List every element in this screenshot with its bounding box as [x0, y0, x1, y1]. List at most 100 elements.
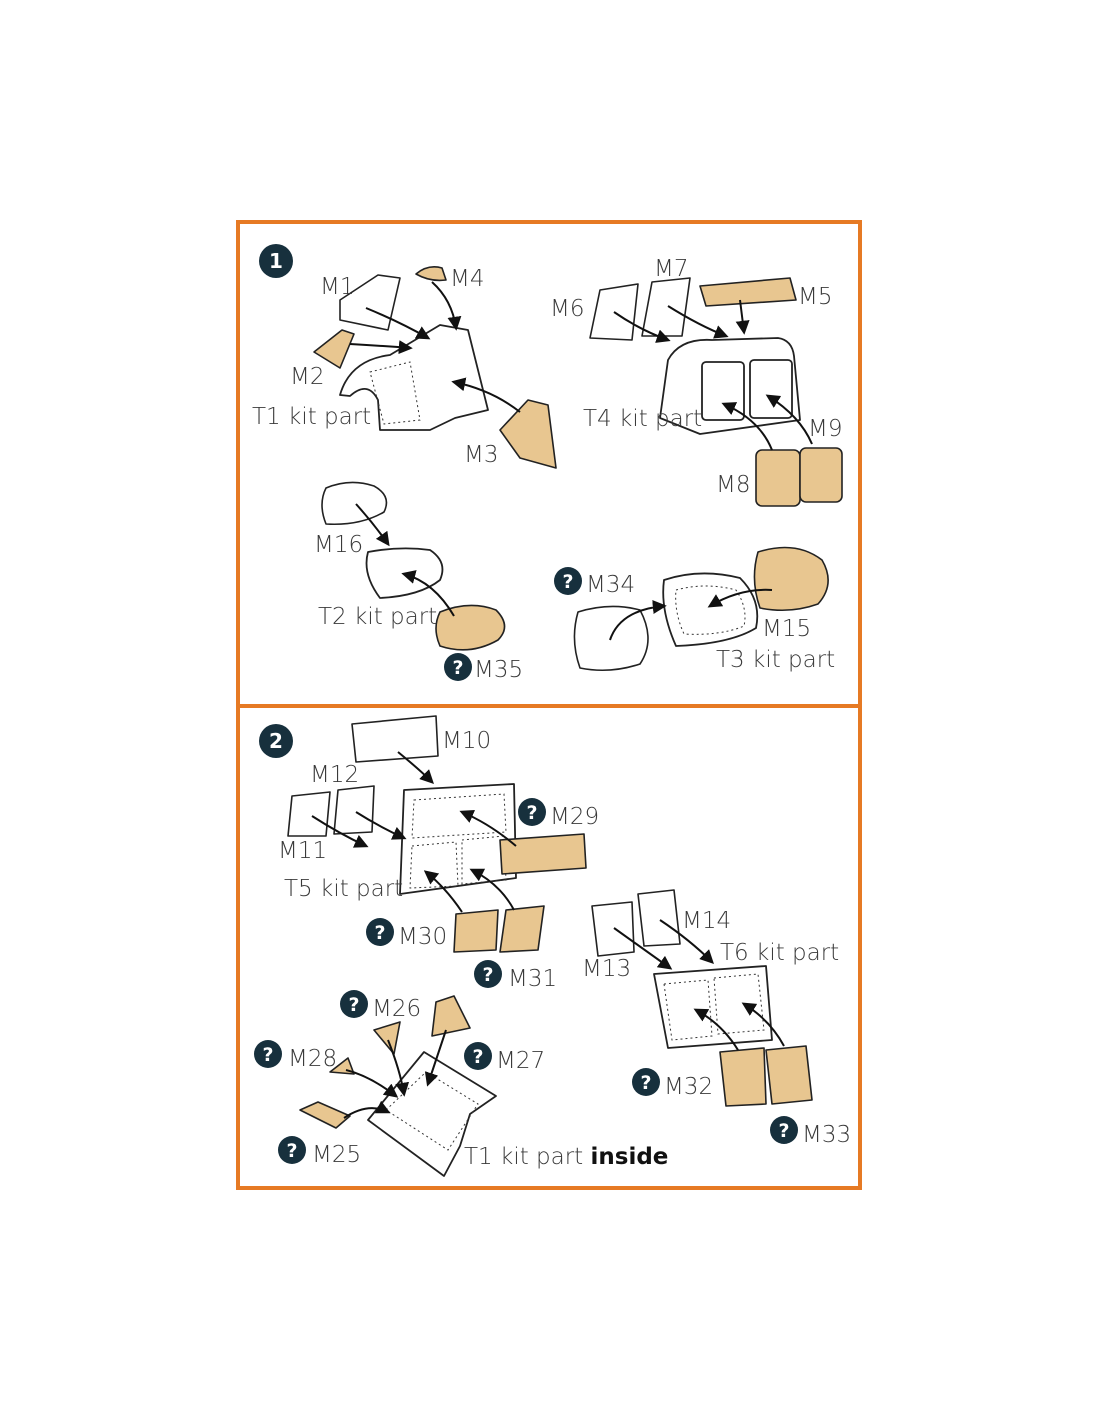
- label-m3: M3: [464, 442, 498, 468]
- help-badge-m30: ?: [366, 918, 394, 946]
- mask-m25: [299, 1101, 351, 1129]
- mask-m14-outline: [637, 889, 681, 947]
- label-m11: M11: [278, 838, 327, 864]
- label-m15: M15: [762, 616, 811, 642]
- mask-m32: [719, 1047, 767, 1107]
- mask-m16-outline: [321, 481, 388, 526]
- t1-inside-assembly: ? M26 ? M28 ? M27 ? M25 T1 kit part insi…: [254, 990, 668, 1177]
- mask-m30: [453, 909, 499, 953]
- label-t2-kit-part: T2 kit part: [318, 604, 437, 630]
- mask-m35: [435, 604, 506, 651]
- svg-text:?: ?: [452, 657, 463, 679]
- label-t6-kit-part: T6 kit part: [720, 940, 839, 966]
- mask-m5: [699, 277, 797, 307]
- t3-assembly: ? M34 M15 T3 kit part: [554, 546, 835, 673]
- help-badge-m25: ?: [278, 1136, 306, 1164]
- svg-text:?: ?: [482, 964, 493, 986]
- label-m16: M16: [314, 532, 363, 558]
- mask-m9: [799, 447, 843, 503]
- label-m2: M2: [290, 364, 324, 390]
- kit-part-t3: [662, 572, 759, 647]
- label-m28: M28: [288, 1046, 337, 1072]
- t6-assembly: M14 T6 kit part M13 ? M32 ? M33: [582, 889, 851, 1148]
- svg-text:?: ?: [374, 922, 385, 944]
- svg-text:?: ?: [562, 571, 573, 593]
- t4-assembly: M7 M6 M5 T4 kit part M9 M8: [550, 256, 843, 507]
- label-m31: M31: [508, 966, 557, 992]
- label-m27: M27: [496, 1048, 545, 1074]
- label-m8: M8: [716, 472, 750, 498]
- svg-text:?: ?: [348, 994, 359, 1016]
- mask-m7-outline: [641, 277, 691, 337]
- label-t3-kit-part: T3 kit part: [716, 647, 835, 673]
- step-2-number: 2: [269, 729, 283, 753]
- label-m34: M34: [586, 572, 635, 598]
- mask-m2: [313, 329, 355, 369]
- svg-text:?: ?: [286, 1140, 297, 1162]
- step-1-panel: 1 M1 M4 M2 T1 kit part M3: [236, 220, 862, 708]
- label-m26: M26: [372, 996, 421, 1022]
- help-badge-m34: ?: [554, 567, 582, 595]
- t2-assembly: M16 T2 kit part ? M35: [314, 481, 523, 683]
- label-m5: M5: [798, 284, 832, 310]
- help-badge-m31: ?: [474, 960, 502, 988]
- label-m35: M35: [474, 657, 523, 683]
- mask-m27: [431, 995, 471, 1037]
- mask-m15: [753, 546, 829, 612]
- label-m10: M10: [442, 728, 491, 754]
- svg-text:?: ?: [778, 1120, 789, 1142]
- label-m25: M25: [312, 1142, 361, 1168]
- svg-text:?: ?: [262, 1044, 273, 1066]
- svg-text:?: ?: [640, 1072, 651, 1094]
- label-m4: M4: [450, 266, 484, 292]
- mask-m11-outline: [287, 791, 331, 837]
- label-t5-kit-part: T5 kit part: [284, 876, 403, 902]
- label-t1-kit-part: T1 kit part: [252, 404, 371, 430]
- kit-part-t5: [399, 783, 517, 895]
- label-m33: M33: [802, 1122, 851, 1148]
- step-2-badge: 2: [259, 724, 293, 758]
- t1-assembly: M1 M4 M2 T1 kit part M3: [252, 266, 557, 469]
- label-t1-kit-part-inside: T1 kit part inside: [464, 1144, 668, 1170]
- mask-m26: [373, 1021, 401, 1055]
- label-m6: M6: [550, 296, 584, 322]
- mask-m13-outline: [591, 901, 635, 957]
- mask-m3: [499, 399, 557, 469]
- label-t1-inside-bold: inside: [591, 1144, 669, 1170]
- help-badge-m33: ?: [770, 1116, 798, 1144]
- step-2-frame: [236, 704, 862, 1190]
- mask-m33: [765, 1045, 813, 1105]
- mask-m4: [415, 266, 447, 282]
- mask-m29: [499, 833, 587, 875]
- kit-part-t1: [339, 324, 489, 431]
- label-m14: M14: [682, 908, 731, 934]
- mask-m12-outline: [333, 785, 375, 835]
- mask-m10-outline: [351, 715, 439, 763]
- help-badge-m27: ?: [464, 1042, 492, 1070]
- label-m32: M32: [664, 1074, 713, 1100]
- label-m29: M29: [550, 804, 599, 830]
- step-2-panel: 2 M10 M12 ? M29 M: [236, 704, 862, 1190]
- step-1-number: 1: [269, 249, 283, 273]
- label-m7: M7: [654, 256, 688, 282]
- help-badge-m28: ?: [254, 1040, 282, 1068]
- label-m1: M1: [320, 274, 354, 300]
- label-t1-inside-prefix: T1 kit part: [464, 1144, 583, 1170]
- help-badge-m32: ?: [632, 1068, 660, 1096]
- label-t4-kit-part: T4 kit part: [583, 406, 702, 432]
- help-badge-m26: ?: [340, 990, 368, 1018]
- mask-m31: [499, 905, 545, 953]
- label-m12: M12: [310, 762, 359, 788]
- kit-part-t6: [653, 965, 773, 1049]
- label-m9: M9: [808, 416, 842, 442]
- help-badge-m29: ?: [518, 798, 546, 826]
- label-m13: M13: [582, 956, 631, 982]
- step-1-badge: 1: [259, 244, 293, 278]
- label-m30: M30: [398, 924, 447, 950]
- t5-assembly: M10 M12 ? M29 M11 T5 kit part ? M30 ? M3…: [278, 715, 599, 992]
- mask-m8: [755, 449, 801, 507]
- svg-text:?: ?: [526, 802, 537, 824]
- svg-text:?: ?: [472, 1046, 483, 1068]
- help-badge-m35: ?: [444, 653, 472, 681]
